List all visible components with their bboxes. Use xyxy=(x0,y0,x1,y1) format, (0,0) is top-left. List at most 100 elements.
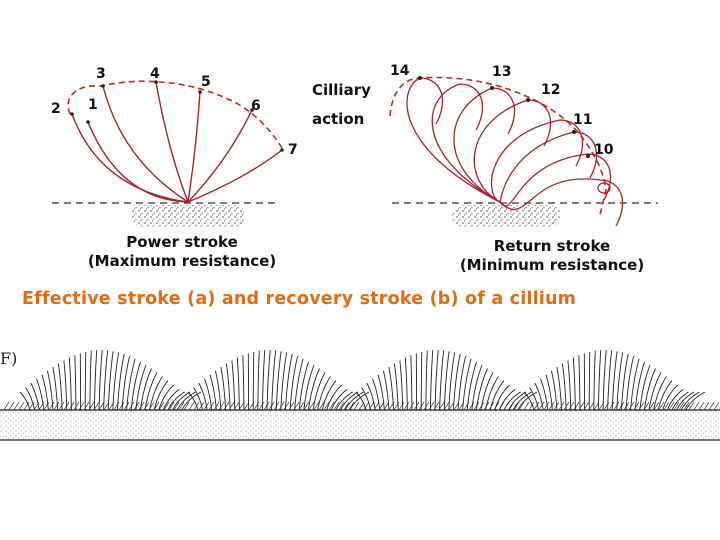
wave-cilium xyxy=(534,382,544,411)
trough-cilium xyxy=(98,401,105,411)
wave-cilium xyxy=(685,391,706,411)
wave-cilium xyxy=(41,374,49,411)
return-position-12: 12 xyxy=(541,82,561,98)
trough-cilium xyxy=(658,401,665,411)
trough-cilium xyxy=(648,401,655,411)
trough-cilium xyxy=(573,401,580,411)
wave-cilium xyxy=(46,370,54,411)
power-position-2: 2 xyxy=(51,101,61,117)
wave-cilium xyxy=(63,360,68,411)
wave-cilium xyxy=(377,374,385,411)
trough-cilium xyxy=(208,401,215,411)
trough-cilium xyxy=(148,401,155,411)
trough-cilium xyxy=(193,401,200,411)
wave-cilium xyxy=(204,378,213,411)
wave-cilium xyxy=(410,355,413,411)
wave-cilium xyxy=(257,350,260,411)
wave-cilium xyxy=(556,366,563,411)
trough-cilium xyxy=(403,401,410,411)
trough-cilium xyxy=(568,401,575,411)
trough-cilium xyxy=(433,401,440,411)
return-tip-marker-1 xyxy=(490,86,494,90)
panel-label-f: F) xyxy=(0,349,18,368)
trough-cilium xyxy=(238,401,245,411)
wave-cilium xyxy=(639,364,651,411)
trough-cilium xyxy=(93,401,100,411)
trough-cilium xyxy=(123,401,130,411)
return-cilium-1 xyxy=(431,83,501,203)
wave-cilium xyxy=(540,378,549,411)
trough-cilium xyxy=(153,401,160,411)
wave-cilium xyxy=(98,349,103,411)
trough-cilium xyxy=(623,401,630,411)
trough-cilium xyxy=(693,401,700,411)
trough-cilium xyxy=(363,401,370,411)
wave-cilium xyxy=(611,351,618,411)
wave-cilium xyxy=(625,356,635,411)
trough-cilium xyxy=(253,401,260,411)
wave-cilium xyxy=(307,368,320,411)
power-stroke-caption: Power stroke (Maximum resistance) xyxy=(50,233,314,271)
trough-cilium xyxy=(88,401,95,411)
return-cilium-0 xyxy=(406,77,501,203)
power-basal-body-stipple xyxy=(132,205,244,227)
trough-cilium xyxy=(503,401,510,411)
wave-cilium xyxy=(112,352,120,411)
wave-cilium xyxy=(149,376,163,411)
wave-cilium xyxy=(643,368,656,411)
trough-cilium xyxy=(343,401,350,411)
power-tip-marker-5 xyxy=(198,90,202,94)
wave-cilium xyxy=(176,391,196,411)
trough-cilium xyxy=(683,401,690,411)
trough-cilium xyxy=(293,401,300,411)
return-cilium-4 xyxy=(490,119,584,203)
trough-cilium xyxy=(688,401,695,411)
wave-cilium xyxy=(335,391,353,411)
wave-cilium xyxy=(648,372,662,411)
wave-cilium xyxy=(508,391,527,411)
wave-cilium xyxy=(494,384,510,411)
return-cilium-3 xyxy=(473,99,552,203)
trough-cilium xyxy=(48,401,55,411)
wave-cilium xyxy=(517,391,538,411)
trough-cilium xyxy=(73,401,80,411)
cilliary-action-label: Cilliary action xyxy=(312,76,371,134)
wave-cilium xyxy=(52,366,59,411)
wave-cilium xyxy=(25,387,36,411)
trough-cilium xyxy=(473,401,480,411)
wave-cilium xyxy=(144,372,158,411)
wave-cilium xyxy=(630,358,640,411)
return-cilium-5 xyxy=(499,131,598,204)
trough-cilium xyxy=(463,401,470,411)
power-position-4: 4 xyxy=(150,66,160,82)
wave-cilium xyxy=(167,391,185,411)
wave-cilium xyxy=(326,384,342,411)
wave-cilium xyxy=(420,351,423,411)
wave-cilium xyxy=(321,380,337,411)
trough-cilium xyxy=(338,401,345,411)
trough-cilium xyxy=(678,401,685,411)
trough-cilium xyxy=(183,401,190,411)
trough-cilium xyxy=(243,401,250,411)
wave-cilium xyxy=(545,374,553,411)
trough-cilium xyxy=(453,401,460,411)
trough-cilium xyxy=(268,401,275,411)
trough-cilium xyxy=(563,401,570,411)
wave-cilium xyxy=(242,355,245,411)
return-stroke-cilia xyxy=(406,76,624,227)
trough-cilium xyxy=(358,401,365,411)
wave-cilium xyxy=(561,363,567,411)
wave-cilium xyxy=(57,363,63,411)
trough-cilium xyxy=(8,401,15,411)
wave-cilium xyxy=(266,349,271,411)
trough-cilium xyxy=(588,401,595,411)
trough-cilium xyxy=(273,401,280,411)
trough-cilium xyxy=(163,401,170,411)
trough-cilium xyxy=(593,401,600,411)
wave-cilium xyxy=(193,387,204,411)
power-position-1: 1 xyxy=(88,97,98,113)
trough-cilium xyxy=(533,401,540,411)
trough-cilium xyxy=(508,401,515,411)
power-tip-marker-4 xyxy=(154,80,158,84)
trough-cilium xyxy=(278,401,285,411)
